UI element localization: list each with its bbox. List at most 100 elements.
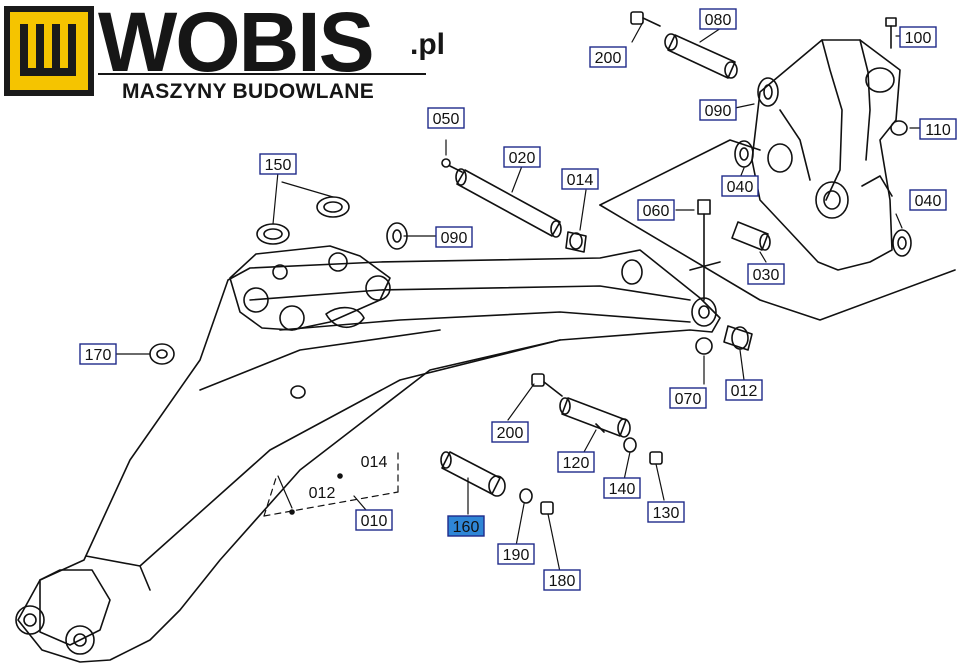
part-label-080: 080 — [699, 8, 737, 30]
part-label-box — [447, 515, 485, 537]
part-label-box — [669, 387, 707, 409]
part-label-140: 140 — [603, 477, 641, 499]
part-label-060: 060 — [637, 199, 675, 221]
part-label-text: 040 — [915, 193, 942, 210]
part-label-070: 070 — [669, 387, 707, 409]
part-label-text: 200 — [595, 50, 622, 67]
part-label-text: 150 — [265, 157, 292, 174]
pin-020 — [455, 168, 562, 238]
part-label-box — [79, 343, 117, 365]
part-label-box — [725, 379, 763, 401]
part-label-050: 050 — [427, 107, 465, 129]
part-label-text: 200 — [497, 425, 524, 442]
part-label-150: 150 — [259, 153, 297, 175]
part-label-text: 060 — [643, 203, 670, 220]
washer-190 — [519, 488, 533, 504]
washer-170 — [149, 343, 175, 365]
part-label-010: 010 — [355, 509, 393, 531]
bolt-200-top — [630, 11, 661, 27]
part-label-box — [919, 118, 957, 140]
part-label-200: 200 — [589, 46, 627, 68]
part-label-box — [747, 263, 785, 285]
part-label-box — [491, 421, 529, 443]
part-label-040: 040 — [721, 175, 759, 197]
part-label-box — [637, 199, 675, 221]
part-label-box — [427, 107, 465, 129]
logo-divider — [98, 73, 426, 75]
part-label-030: 030 — [747, 263, 785, 285]
part-label-text: 130 — [653, 505, 680, 522]
brand-tagline: MASZYNY BUDOWLANE — [122, 80, 375, 103]
part-label-120: 120 — [557, 451, 595, 473]
nut-110 — [890, 120, 908, 136]
part-label-text: 100 — [905, 30, 932, 47]
part-label-020: 020 — [503, 146, 541, 168]
logo-w-mark — [20, 24, 76, 76]
part-label-text: 040 — [727, 179, 754, 196]
bolt-200-mid — [531, 373, 563, 397]
guide-line — [599, 204, 956, 321]
guide-line — [599, 139, 761, 206]
part-label-box — [259, 153, 297, 175]
part-labels: 100 080 200 090 110 050 020 014 040 060 040 030 150 0… — [79, 8, 957, 591]
part-label-box — [699, 8, 737, 30]
part-label-200: 200 — [491, 421, 529, 443]
part-label-180: 180 — [543, 569, 581, 591]
guide-line — [689, 261, 721, 271]
part-label-012: 012 — [725, 379, 763, 401]
group-010-bracket — [263, 447, 399, 517]
part-label-box — [589, 46, 627, 68]
bolt-180 — [540, 501, 554, 515]
part-label-text: 012 — [731, 383, 758, 400]
bushing-030 — [731, 221, 771, 251]
part-label-box — [909, 189, 947, 211]
bolt-050 — [441, 158, 463, 173]
part-label-text: 012 — [309, 485, 336, 502]
part-label-170: 170 — [79, 343, 117, 365]
part-label-text: 170 — [85, 347, 112, 364]
part-label-box — [561, 168, 599, 190]
washer-040-b — [892, 229, 912, 257]
part-label-text: 140 — [609, 481, 636, 498]
part-label-text: 160 — [453, 519, 480, 536]
part-label-text: 090 — [441, 230, 468, 247]
part-label-040: 040 — [909, 189, 947, 211]
part-label-text: 090 — [705, 103, 732, 120]
part-label-text: 010 — [361, 513, 388, 530]
pin-160 — [440, 451, 506, 497]
part-label-text: 110 — [925, 122, 951, 139]
boom-body — [15, 245, 721, 663]
part-label-100: 100 — [899, 26, 937, 48]
brand-domain: .pl — [410, 28, 445, 61]
part-label-box — [435, 226, 473, 248]
part-label-014: 014 — [361, 454, 388, 471]
pin-120 — [559, 397, 631, 438]
nut-070 — [695, 337, 713, 355]
part-label-014: 014 — [561, 168, 599, 190]
part-label-090: 090 — [435, 226, 473, 248]
part-label-box — [721, 175, 759, 197]
part-label-box — [899, 26, 937, 48]
washer-040-a — [734, 140, 754, 168]
part-label-text: 080 — [705, 12, 732, 29]
part-label-box — [699, 99, 737, 121]
part-label-box — [647, 501, 685, 523]
part-label-box — [497, 543, 535, 565]
part-label-190: 190 — [497, 543, 535, 565]
part-label-160: 160 — [447, 515, 485, 537]
wobis-logo-icon — [4, 6, 94, 96]
part-label-box — [603, 477, 641, 499]
part-label-110: 110 — [919, 118, 957, 140]
pin-080 — [664, 33, 738, 79]
part-label-text: 180 — [549, 573, 576, 590]
bolt-060 — [697, 199, 711, 301]
part-label-text: 030 — [753, 267, 780, 284]
part-label-text: 050 — [433, 111, 460, 128]
part-label-box — [355, 509, 393, 531]
part-label-box — [543, 569, 581, 591]
swing-bracket — [751, 39, 901, 271]
bolt-130 — [649, 451, 663, 465]
part-label-box — [557, 451, 595, 473]
